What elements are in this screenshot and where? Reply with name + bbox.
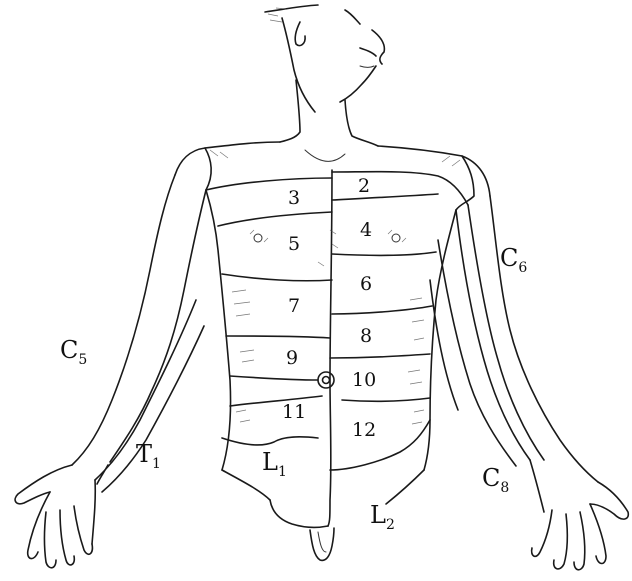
segment-label-7: 7 [288, 295, 300, 317]
lumbar-labels: L1 L2 [262, 448, 395, 533]
label-c6: C6 [500, 244, 527, 276]
segment-label-3: 3 [288, 187, 300, 209]
segment-label-5: 5 [288, 233, 300, 255]
label-l2: L2 [370, 501, 395, 533]
segment-label-11: 11 [282, 401, 306, 423]
right-hand [530, 460, 628, 570]
left-segment-bands [206, 178, 332, 445]
segment-label-10: 10 [352, 369, 376, 391]
label-t1: T1 [136, 440, 161, 472]
arm-labels: C5 C6 C8 T1 [60, 244, 527, 496]
left-hand [15, 465, 95, 568]
label-c8: C8 [482, 464, 509, 496]
label-c5: C5 [60, 336, 87, 368]
segment-label-2: 2 [358, 175, 370, 197]
right-segment-bands [330, 172, 468, 470]
segment-label-6: 6 [360, 273, 372, 295]
segment-label-8: 8 [360, 325, 372, 347]
segment-label-9: 9 [286, 347, 298, 369]
neck [280, 80, 378, 161]
shading [232, 230, 424, 424]
midline [328, 170, 332, 526]
segment-label-12: 12 [352, 419, 376, 441]
right-arm [430, 156, 598, 482]
nipples [250, 230, 406, 242]
segment-label-4: 4 [360, 219, 372, 241]
head [265, 5, 384, 112]
label-l1: L1 [262, 448, 287, 480]
l1-region [270, 500, 334, 560]
umbilicus [318, 372, 334, 388]
